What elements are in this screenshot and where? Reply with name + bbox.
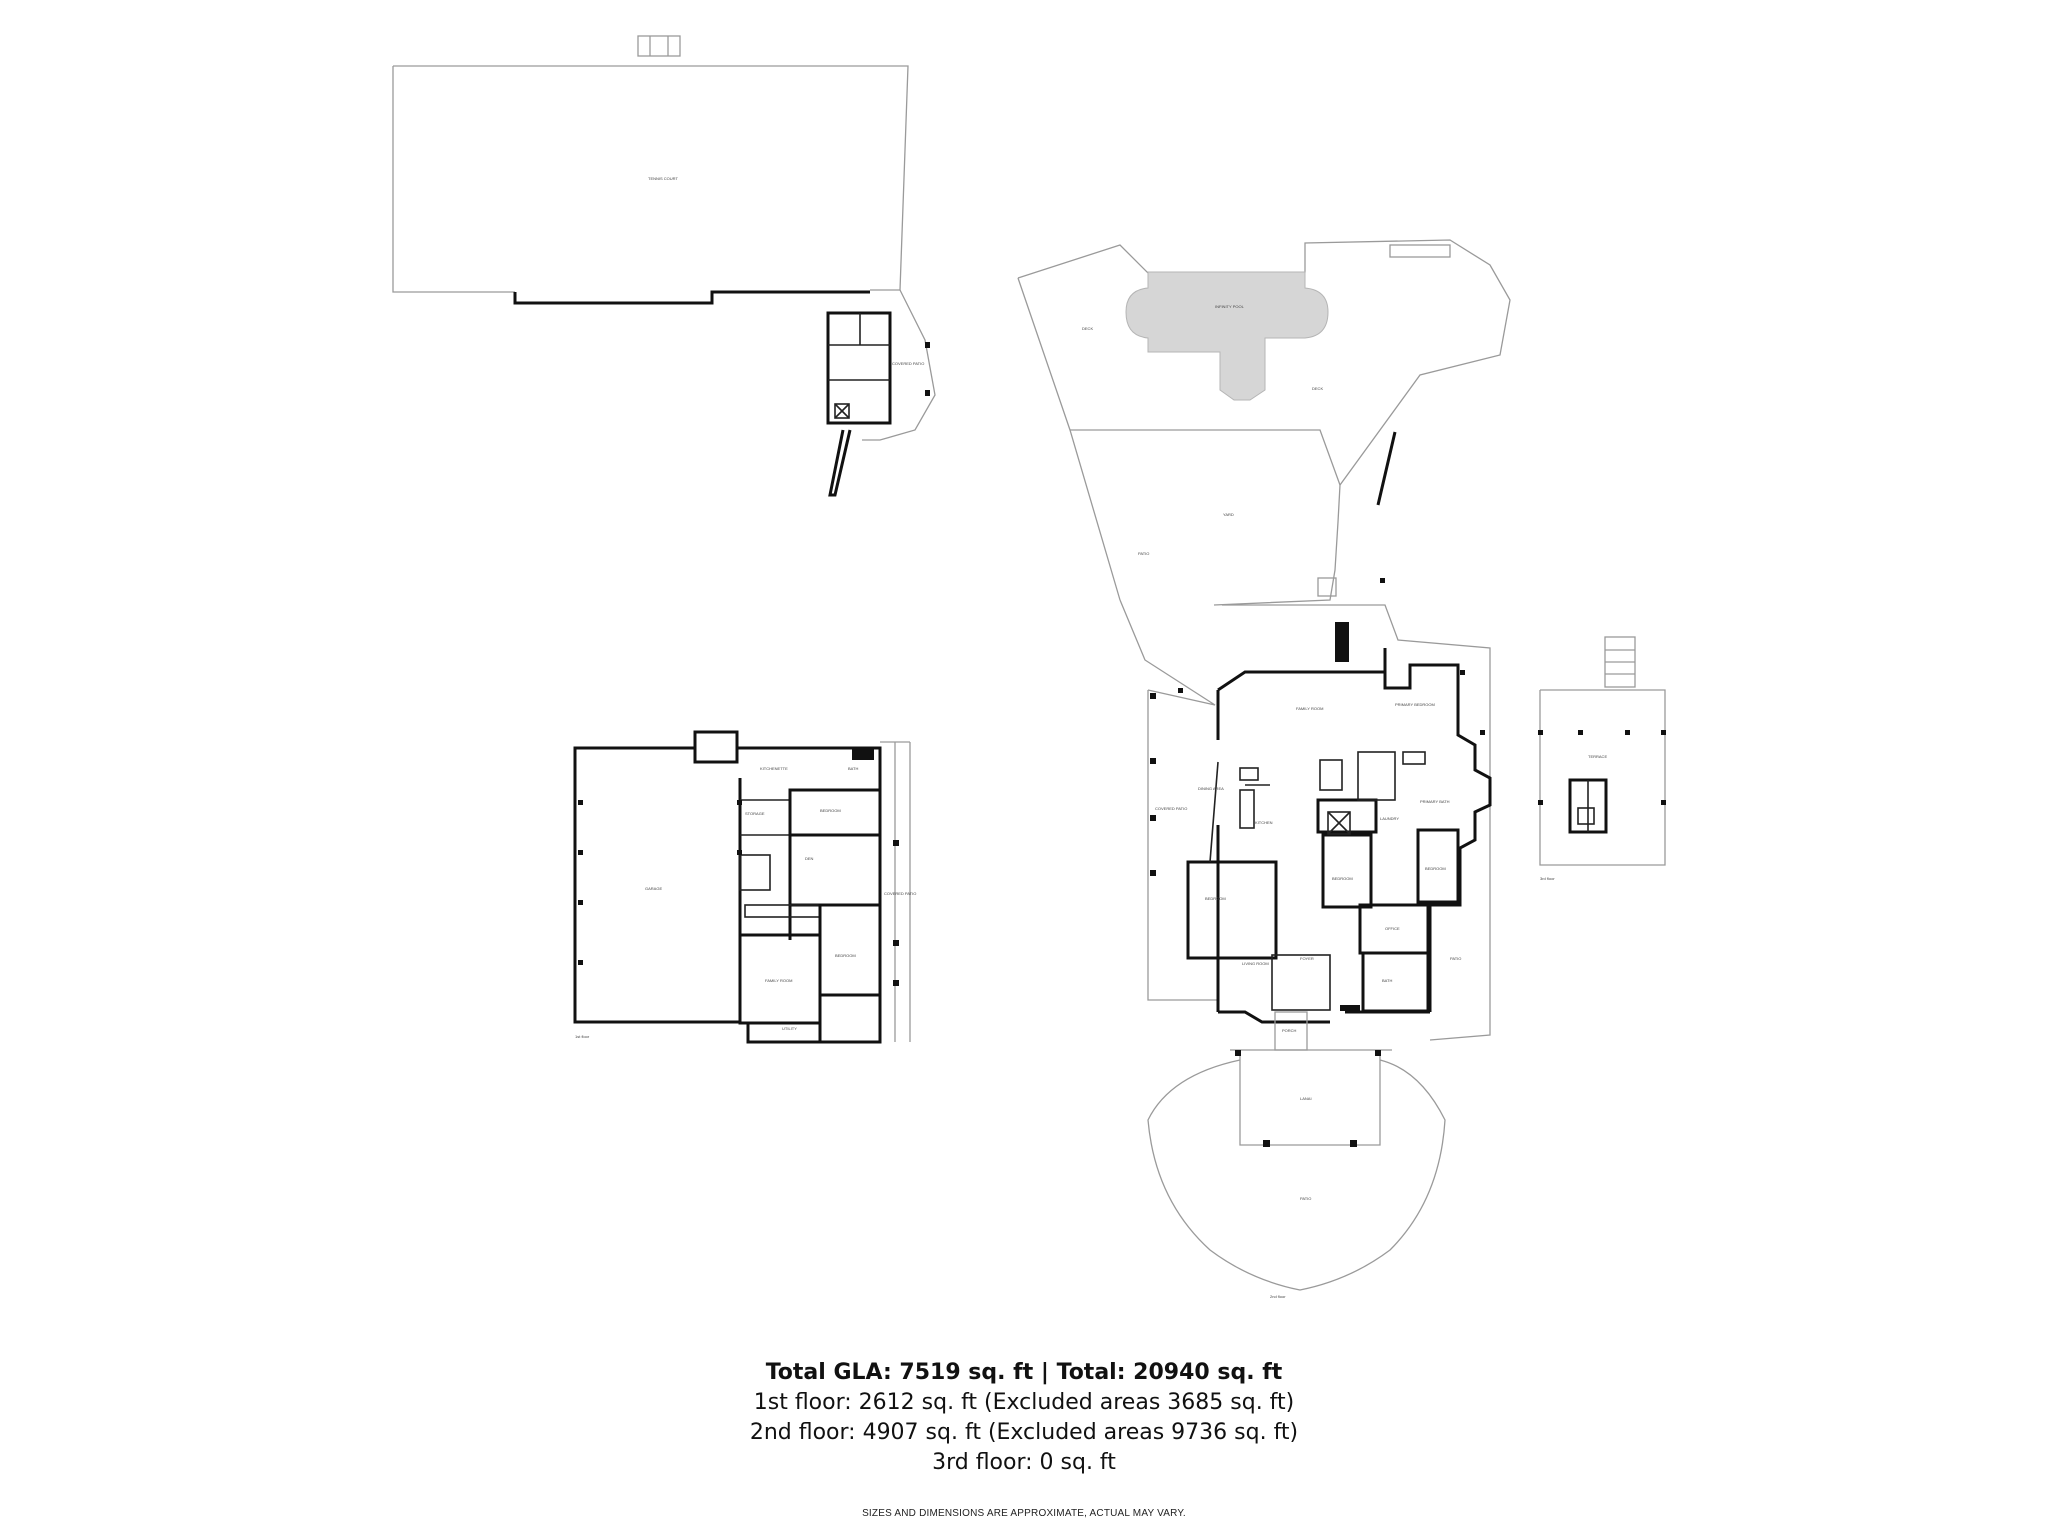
room-label: LIVING ROOM <box>1242 961 1269 966</box>
room-label: PATIO <box>1450 956 1461 961</box>
first-floor-area: 1st floor: 2612 sq. ft (Excluded areas 3… <box>753 1390 1295 1415</box>
room-label: PRIMARY BEDROOM <box>1395 702 1435 707</box>
area-summary: Total GLA: 7519 sq. ft | Total: 20940 sq… <box>0 1358 2048 1478</box>
room-label: COVERED PATIO <box>1155 806 1187 811</box>
room-label: DINING AREA <box>1198 786 1224 791</box>
lower-floor: GARAGE KITCHENETTE STORAGE BEDROOM DEN F… <box>573 730 1286 1299</box>
room-label: KITCHENETTE <box>760 766 788 771</box>
room-label: DECK <box>1312 386 1323 391</box>
room-label: PRIMARY BATH <box>1420 799 1450 804</box>
main-house-walls: FAMILY ROOM PRIMARY BEDROOM PRIMARY BATH… <box>1147 604 1492 1041</box>
main-house-posts <box>1150 578 1485 876</box>
room-label: DEN <box>805 856 814 861</box>
room-label: GARAGE <box>645 886 662 891</box>
room-label: BEDROOM <box>820 808 841 813</box>
floor-caption: 3rd floor <box>1540 876 1555 881</box>
floor-caption: 1st floor <box>575 1034 590 1039</box>
room-label: BEDROOM <box>835 953 856 958</box>
floor-caption: 2nd floor <box>1270 1294 1286 1299</box>
front-porch-and-patio: PORCH LANAI PATIO <box>1147 1011 1446 1291</box>
room-label: BEDROOM <box>1332 876 1353 881</box>
room-label: FAMILY ROOM <box>765 978 792 983</box>
room-label: BATH <box>1382 978 1392 983</box>
room-label: PORCH <box>1282 1028 1297 1033</box>
guest-house-structure: COVERED PATIO <box>826 289 936 497</box>
room-label: BATH <box>848 766 858 771</box>
pool-deck-area: INFINITY POOL DECK DECK YARD PATIO <box>1017 239 1511 706</box>
room-label: COVERED PATIO <box>884 891 916 896</box>
room-label: BEDROOM <box>1205 896 1226 901</box>
room-label: COVERED PATIO <box>892 361 924 366</box>
room-label: YARD <box>1223 512 1234 517</box>
room-label: PATIO <box>1138 551 1149 556</box>
room-label: LAUNDRY <box>1380 816 1399 821</box>
room-label: UTILITY <box>782 1026 797 1031</box>
room-label: PATIO <box>1300 1196 1311 1201</box>
room-label: INFINITY POOL <box>1215 304 1245 309</box>
room-label: OFFICE <box>1385 926 1400 931</box>
room-label: FOYER <box>1300 956 1314 961</box>
third-floor-area: 3rd floor: 0 sq. ft <box>932 1450 1116 1475</box>
terrace-floor: TERRACE 3rd floor <box>1538 636 1666 881</box>
room-label: TENNIS COURT <box>648 176 678 181</box>
room-label: LANAI <box>1300 1096 1312 1101</box>
room-label: FAMILY ROOM <box>1296 706 1323 711</box>
room-label: TERRACE <box>1588 754 1607 759</box>
floor-plan-drawing: TENNIS COURT COVERED PATIO INFINITY POOL… <box>392 35 1666 1299</box>
room-label: KITCHEN <box>1255 820 1273 825</box>
total-area-heading: Total GLA: 7519 sq. ft | Total: 20940 sq… <box>765 1360 1283 1385</box>
room-label: STORAGE <box>745 811 765 816</box>
room-label: BEDROOM <box>1425 866 1446 871</box>
second-floor-area: 2nd floor: 4907 sq. ft (Excluded areas 9… <box>749 1420 1299 1445</box>
tennis-court-outline: TENNIS COURT <box>392 35 909 305</box>
room-label: DECK <box>1082 326 1093 331</box>
disclaimer-text: SIZES AND DIMENSIONS ARE APPROXIMATE, AC… <box>862 1508 1186 1519</box>
